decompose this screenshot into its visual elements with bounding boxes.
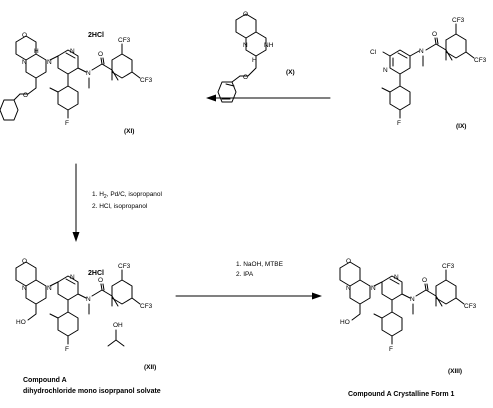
compound-xi-atom-cf3-top: CF3: [118, 37, 131, 44]
arrow-xi-to-xii: [72, 163, 80, 242]
compound-xiii-atom-cf3-top: CF3: [442, 263, 455, 270]
compound-xii-atom-f: F: [65, 346, 69, 353]
compound-x-atom-o2: O: [243, 74, 248, 81]
compound-xi-number: (XI): [124, 128, 134, 135]
compound-xi-atom-o-amide: O: [98, 51, 103, 58]
compound-xi-atom-o-ether: O: [23, 92, 28, 99]
compound-xii-atom-ho: HO: [16, 319, 26, 326]
compound-xiii-atom-n-amide: N: [410, 296, 415, 303]
compound-xii-atom-n1: N: [22, 285, 27, 292]
compound-xii-number: (XII): [144, 364, 156, 371]
compound-ix-atom-cf3-top: CF3: [452, 17, 465, 24]
compound-xiii-atom-cf3-right: CF3: [464, 303, 477, 310]
step1-condition-line2: 2. HCl, isopropanol: [92, 203, 148, 210]
compound-ix-atom-o: O: [432, 31, 437, 38]
compound-xii-caption-line1: Compound A: [23, 377, 67, 384]
compound-ix-atom-cf3-right: CF3: [474, 57, 487, 64]
compound-xiii-caption: Compound A Crystalline Form 1: [348, 391, 455, 398]
compound-xiii-atom-o-morph: O: [346, 258, 351, 265]
compound-ix-atom-f: F: [397, 120, 401, 127]
arrow-xii-to-xiii: [175, 292, 322, 300]
compound-ix-number: (IX): [456, 123, 466, 130]
step2-condition-line1: 1. NaOH, MTBE: [236, 261, 284, 268]
compound-xii-caption-line2: dihydrochloride mono isoprpanol solvate: [23, 388, 161, 395]
compound-xiii-number: (XIII): [448, 368, 462, 375]
compound-xii-structure: O N N HO N N O CF3 CF3 F OH: [15, 258, 153, 353]
compound-ix-structure: Cl N N O CF3 CF3 F: [370, 17, 487, 127]
compound-xi-atom-n1: N: [22, 59, 27, 66]
compound-ix-atom-cl: Cl: [370, 49, 377, 56]
compound-xii-atom-n2: N: [47, 285, 52, 292]
compound-x-atom-o1: O: [243, 11, 248, 18]
step2-condition-line2: 2. IPA: [236, 271, 254, 278]
compound-xi-structure: O N H N O N N O CF3 CF3: [0, 32, 153, 127]
compound-xii-atom-o-amide: O: [98, 277, 103, 284]
compound-xi-salt: 2HCl: [88, 32, 104, 39]
compound-ix-atom-n-ring: N: [383, 67, 388, 74]
compound-xi-atom-h: H: [34, 48, 39, 55]
compound-xiii-atom-n2: N: [371, 285, 376, 292]
compound-xiii-atom-n-pyr: N: [394, 274, 399, 281]
compound-xii-atom-oh-ipa: OH: [113, 322, 123, 329]
compound-xii-atom-n-amide: N: [86, 296, 91, 303]
compound-xiii-atom-f: F: [389, 346, 393, 353]
compound-xi-atom-n2: N: [47, 59, 52, 66]
compound-xiii-structure: O N N HO N N O CF3 CF3 F: [339, 258, 477, 353]
compound-xii-atom-n-pyr: N: [70, 274, 75, 281]
compound-xii-atom-cf3-top: CF3: [118, 263, 131, 270]
compound-x-number: (X): [286, 69, 295, 76]
compound-x-atom-n: N: [243, 42, 248, 49]
arrow-ix-to-xi: [206, 94, 331, 102]
compound-ix-atom-n-amide: N: [419, 48, 424, 55]
compound-xii-atom-o-morph: O: [22, 258, 27, 265]
compound-xi-atom-f: F: [65, 120, 69, 127]
compound-xi-atom-n-pyr: N: [70, 48, 75, 55]
compound-x-structure: O N NH H O: [217, 11, 274, 103]
compound-xii-salt: 2HCl: [88, 270, 104, 277]
compound-x-atom-nh: NH: [264, 42, 274, 49]
compound-xiii-atom-ho: HO: [340, 319, 350, 326]
compound-x-atom-h: H: [252, 57, 257, 64]
compound-xiii-atom-o-amide: O: [422, 277, 427, 284]
step1-condition-line1: 1. H2, Pd/C, isopropanol: [92, 191, 163, 200]
compound-xiii-atom-n1: N: [346, 285, 351, 292]
compound-xii-atom-cf3-right: CF3: [140, 303, 153, 310]
compound-xi-atom-cf3-right: CF3: [140, 77, 153, 84]
compound-xi-atom-o-morph: O: [22, 32, 27, 39]
compound-xi-atom-n-amide: N: [86, 70, 91, 77]
